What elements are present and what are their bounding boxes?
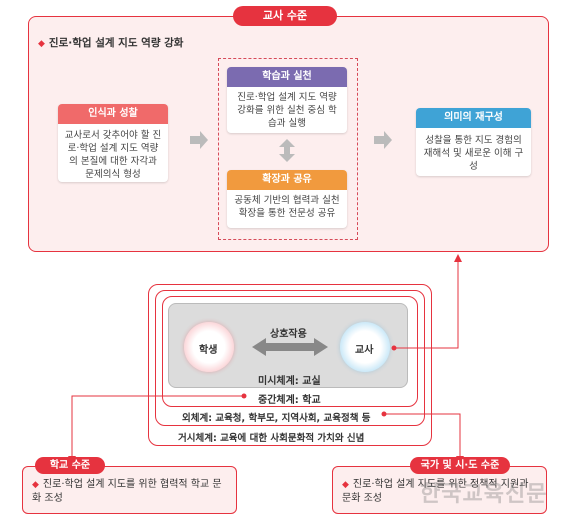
national-connector-dot [381, 411, 387, 417]
teacher-level-heading-text: 진로·학업 설계 지도 역량 강화 [48, 37, 184, 49]
right-arrow-icon [374, 131, 392, 149]
teacher-level-heading: ◆진로·학업 설계 지도 역량 강화 [38, 35, 183, 50]
recognition-title: 인식과 성찰 [58, 104, 168, 124]
teacher-connector [396, 262, 459, 349]
national-level-body: ◆진로·학업 설계 지도를 위한 정책적 지원과 문화 조성 [342, 478, 538, 506]
sharing-title: 확장과 공유 [227, 170, 347, 190]
national-level-title: 국가 및 시·도 수준 [410, 457, 510, 474]
sharing-card: 확장과 공유 공동체 기반의 협력과 실천 확장을 통한 전문성 공유 [227, 170, 347, 228]
up-arrowhead-icon [454, 254, 462, 262]
school-level-text: 진로·학업 설계 지도를 위한 협력적 학교 문화 조성 [32, 479, 222, 504]
up-down-arrow-icon [279, 139, 295, 162]
national-level-box [332, 466, 547, 514]
reconstruct-card: 의미의 재구성 성찰을 통한 지도 경험의 재해석 및 새로운 이해 구성 [416, 108, 531, 176]
watermark: 한국교육신문 [420, 482, 548, 507]
recognition-card: 인식과 성찰 교사로서 갖추어야 할 진로·학업 설계 지도 역량의 본질에 대… [58, 104, 168, 182]
national-connector [384, 413, 461, 456]
practice-card: 학습과 실천 진로·학업 설계 지도 역량 강화를 위한 실천 중심 학습과 실… [227, 67, 347, 133]
diamond-bullet-icon: ◆ [38, 39, 45, 49]
diamond-bullet-icon: ◆ [342, 480, 349, 490]
practice-title: 학습과 실천 [227, 67, 347, 87]
school-level-title: 학교 수준 [35, 457, 105, 474]
macro-system-box [148, 284, 432, 446]
school-level-body: ◆진로·학업 설계 지도를 위한 협력적 학교 문화 조성 [32, 478, 228, 506]
national-level-text: 진로·학업 설계 지도를 위한 정책적 지원과 문화 조성 [342, 479, 529, 504]
recognition-body: 교사로서 갖추어야 할 진로·학업 설계 지도 역량의 본질에 대한 자각과 문… [64, 130, 162, 180]
meso-system-label: 중간체계: 학교 [258, 395, 321, 406]
sharing-body: 공동체 기반의 협력과 실천 확장을 통한 전문성 공유 [234, 195, 340, 219]
school-connector-dot [241, 393, 247, 399]
diamond-bullet-icon: ◆ [32, 480, 39, 490]
teacher-connector-dot [391, 345, 397, 351]
micro-system-label: 미시체계: 교실 [258, 376, 321, 387]
practice-sharing-group [218, 58, 358, 240]
meso-system-box [162, 296, 418, 407]
student-label: 학생 [199, 345, 218, 356]
exo-system-box [155, 290, 425, 426]
teacher-label: 교사 [355, 345, 374, 356]
teacher-level-title: 교사 수준 [233, 6, 337, 26]
right-arrow-icon [190, 131, 208, 149]
macro-system-label: 거시체계: 교육에 대한 사회문화적 가치와 신념 [178, 433, 365, 444]
interaction-label: 상호작용 [270, 329, 307, 340]
reconstruct-body: 성찰을 통한 지도 경험의 재해석 및 새로운 이해 구성 [423, 135, 524, 172]
reconstruct-title: 의미의 재구성 [416, 108, 531, 128]
school-level-box [22, 466, 237, 514]
practice-body: 진로·학업 설계 지도 역량 강화를 위한 실천 중심 학습과 실행 [237, 92, 337, 129]
left-right-arrow-icon [252, 338, 328, 356]
student-circle [184, 322, 234, 372]
exo-system-label: 외체계: 교육청, 학부모, 지역사회, 교육정책 등 [182, 413, 371, 424]
school-connector [71, 395, 244, 456]
teacher-circle [340, 322, 390, 372]
